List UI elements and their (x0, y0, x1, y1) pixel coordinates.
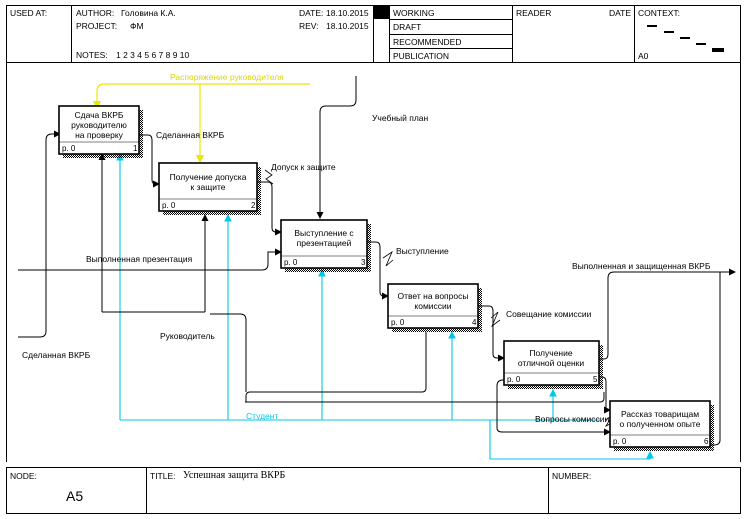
box-3[interactable] (280, 219, 371, 272)
box-4-line-1: Ответ на вопросы (398, 291, 469, 301)
label-sdelannaya-1: Сделанная ВКРБ (156, 130, 225, 140)
node-value: A5 (66, 488, 84, 504)
box-6-line-1: Рассказ товарищам (621, 409, 699, 419)
arrow-rasporyazhenie[interactable] (92, 83, 310, 164)
rev-label: REV: (299, 21, 319, 31)
project-label: PROJECT: (76, 21, 118, 31)
label-sdelannaya-input: Сделанная ВКРБ (22, 350, 91, 360)
label-vypolnennaya-prezentatsiya: Выполненная презентация (86, 254, 193, 264)
number-label: NUMBER: (552, 471, 592, 481)
notes-value: 1 2 3 4 5 6 7 8 9 10 (116, 50, 190, 60)
title-label: TITLE: (150, 471, 176, 481)
box-3-number: 3 (361, 258, 366, 267)
box-5[interactable] (503, 340, 603, 389)
status-draft: DRAFT (393, 22, 422, 32)
box-5-cost: р. 0 (507, 375, 521, 384)
label-rukovoditel: Руководитель (160, 331, 215, 341)
reader-label: READER (516, 8, 552, 18)
label-vystuplenie: Выступление (396, 246, 449, 256)
box-6[interactable] (609, 400, 714, 451)
box-2-line-2: к защите (191, 182, 226, 192)
author-label: AUTHOR: (76, 8, 115, 18)
date-value: 18.10.2015 (326, 8, 369, 18)
box-5-line-1: Получение (529, 348, 572, 358)
context-box-1 (647, 25, 657, 27)
box-2-line-1: Получение допуска (170, 172, 247, 182)
box-4-cost: р. 0 (391, 318, 405, 327)
box-1-line-1: Сдача ВКРБ (74, 110, 123, 120)
context-node: A0 (638, 51, 649, 61)
label-soveshchanie: Совещание комиссии (506, 309, 592, 319)
label-rasporyazhenie: Распоряжение руководителя (170, 72, 284, 82)
context-thumbnail (647, 25, 724, 52)
project-value: ФМ (130, 21, 144, 31)
notes-label: NOTES: (76, 50, 108, 60)
arrow-connections[interactable] (18, 76, 736, 446)
box-5-number: 5 (593, 375, 598, 384)
working-marker (374, 6, 389, 19)
label-student: Студент (246, 411, 278, 421)
context-label: CONTEXT: (638, 8, 681, 18)
context-box-4 (696, 43, 706, 45)
used-at-label: USED AT: (10, 8, 48, 18)
diagram-title: Успешная защита ВКРБ (183, 470, 286, 481)
box-6-line-2: о полученном опыте (620, 419, 701, 429)
box-1-number: 1 (133, 144, 138, 153)
context-box-3 (680, 37, 690, 39)
box-3-line-2: презентацией (297, 238, 352, 248)
box-3-line-1: Выступление с (294, 228, 354, 238)
context-box-2 (664, 31, 674, 33)
box-2-number: 2 (251, 201, 256, 210)
label-vypolnennaya-zashchishchennaya: Выполненная и защищенная ВКРБ (572, 261, 711, 271)
rev-value: 18.10.2015 (326, 21, 369, 31)
label-voprosy: Вопросы комиссии (535, 414, 610, 424)
status-publication: PUBLICATION (393, 51, 450, 61)
box-1-line-2: руководителю (71, 120, 127, 130)
label-dopusk: Допуск к защите (271, 162, 336, 172)
date-label: DATE: (299, 8, 324, 18)
box-6-cost: р. 0 (613, 437, 627, 446)
box-2[interactable] (158, 162, 261, 215)
status-working: WORKING (393, 8, 435, 18)
box-1-cost: р. 0 (62, 144, 76, 153)
context-box-5 (712, 48, 724, 52)
box-3-cost: р. 0 (284, 258, 298, 267)
box-1[interactable] (58, 105, 143, 158)
box-1-line-3: на проверку (75, 130, 124, 140)
box-4-number: 4 (472, 318, 477, 327)
author-value: Головина К.А. (121, 8, 176, 18)
box-4[interactable] (387, 283, 482, 332)
node-label: NODE: (10, 471, 37, 481)
label-uchebny-plan: Учебный план (372, 113, 429, 123)
box-5-line-2: отличной оценки (518, 358, 585, 368)
status-recommended: RECOMMENDED (393, 37, 462, 47)
arrow-student[interactable] (116, 152, 654, 460)
box-6-number: 6 (704, 437, 709, 446)
reader-date-label: DATE (609, 8, 632, 18)
box-2-cost: р. 0 (162, 201, 176, 210)
activity-boxes (58, 105, 714, 451)
box-4-line-2: комиссии (414, 301, 451, 311)
